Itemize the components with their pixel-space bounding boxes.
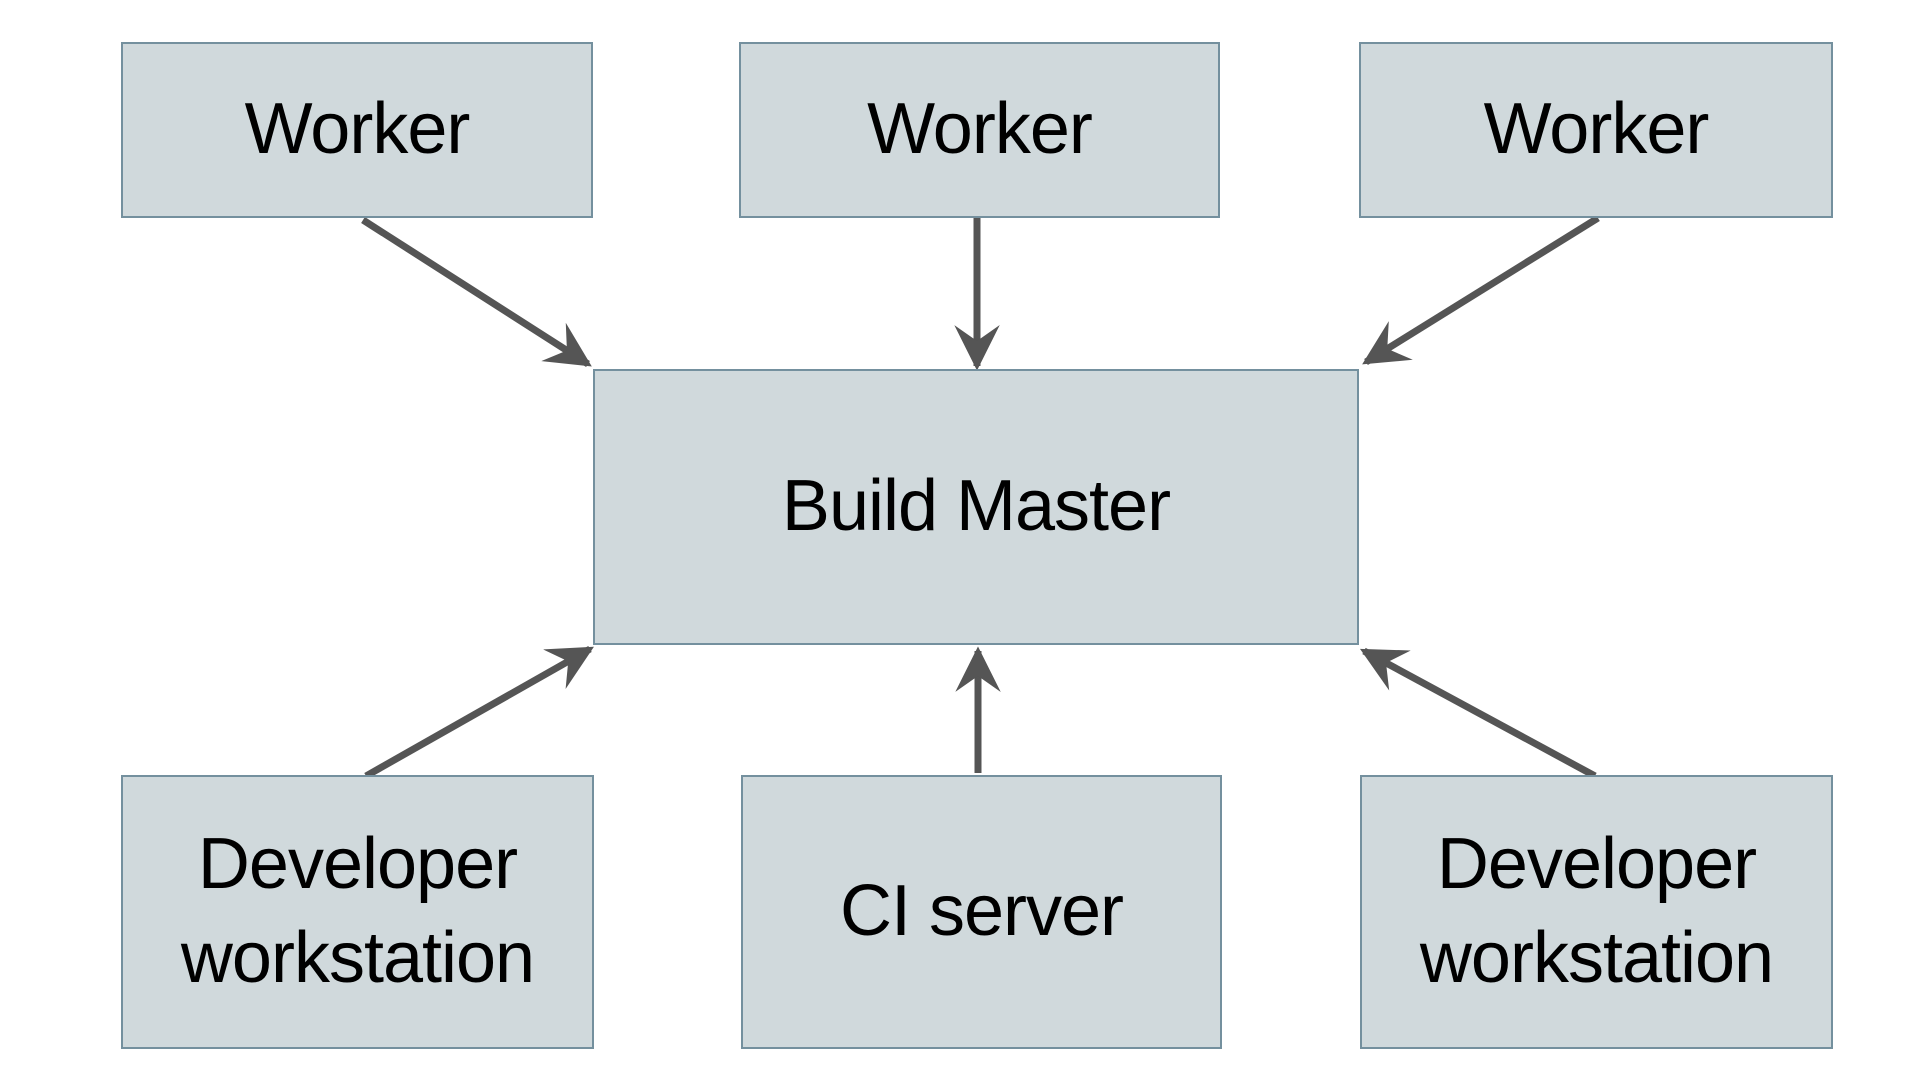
arrow-dev-right-to-build-master (1359, 647, 1597, 780)
node-ci-server-label: CI server (839, 871, 1124, 952)
node-build-master-label: Build Master (781, 466, 1171, 547)
node-worker-right-label: Worker (1483, 89, 1710, 170)
node-developer-workstation-right-label: Developer workstation (1419, 824, 1774, 998)
arrow-dev-left-to-build-master (364, 645, 594, 780)
node-worker-left-label: Worker (244, 89, 471, 170)
node-worker-middle-label: Worker (867, 89, 1093, 170)
node-worker-middle: Worker (739, 42, 1220, 218)
node-developer-workstation-right: Developer workstation (1360, 775, 1833, 1049)
arrow-worker-left-to-build-master (361, 217, 592, 367)
node-ci-server: CI server (741, 775, 1222, 1049)
node-worker-right: Worker (1359, 42, 1833, 218)
node-worker-left: Worker (121, 42, 593, 218)
node-developer-workstation-left: Developer workstation (121, 775, 594, 1049)
node-developer-workstation-left-label: Developer workstation (180, 824, 535, 998)
arrow-worker-right-to-build-master (1362, 215, 1600, 365)
node-build-master: Build Master (593, 369, 1359, 645)
